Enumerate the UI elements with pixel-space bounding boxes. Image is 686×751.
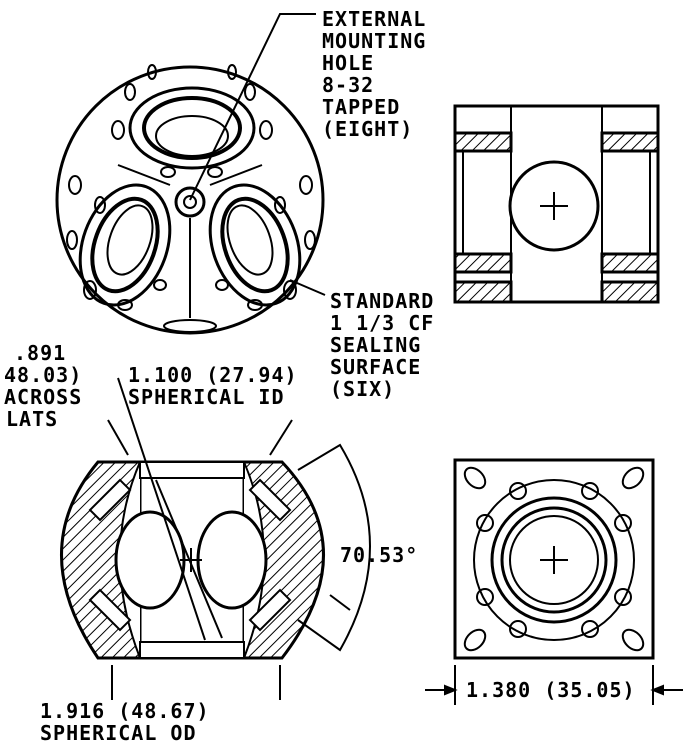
angle-label: 70.53° bbox=[340, 543, 419, 567]
left-port-flange bbox=[78, 183, 172, 307]
cross-section-view bbox=[60, 460, 325, 660]
across-flats-label: .891 48.03) ACROSS LATS bbox=[4, 341, 83, 431]
iso-leader-lines bbox=[189, 13, 326, 296]
bolt-holes bbox=[66, 64, 316, 311]
side-section-view bbox=[453, 104, 660, 304]
section-right-bore bbox=[196, 510, 268, 610]
left-port-inner bbox=[106, 204, 154, 276]
isometric-cube-view bbox=[55, 64, 325, 335]
width-dimension-label: 1.380 (35.05) bbox=[466, 678, 636, 702]
left-port-bore bbox=[90, 196, 160, 294]
mounting-hole-label: EXTERNAL MOUNTING HOLE 8-32 TAPPED (EIGH… bbox=[322, 7, 427, 141]
section-dimension-lines bbox=[107, 377, 371, 700]
sealing-surface-label: STANDARD 1 1/3 CF SEALING SURFACE (SIX) bbox=[330, 289, 435, 401]
front-bolt-holes bbox=[463, 466, 645, 652]
center-mounting-hole bbox=[174, 186, 206, 218]
right-port-flange bbox=[208, 183, 302, 307]
width-dimension bbox=[425, 665, 683, 705]
right-port-inner bbox=[226, 204, 274, 276]
top-port-flange bbox=[128, 86, 256, 170]
front-flange-view bbox=[453, 458, 655, 660]
section-left-bore bbox=[114, 510, 186, 610]
spherical-id-label: 1.100 (27.94) SPHERICAL ID bbox=[128, 363, 298, 409]
spherical-od-label: 1.916 (48.67) SPHERICAL OD bbox=[40, 699, 210, 745]
top-port-bore bbox=[142, 96, 242, 160]
right-port-bore bbox=[220, 196, 290, 294]
top-port-inner bbox=[155, 115, 229, 157]
